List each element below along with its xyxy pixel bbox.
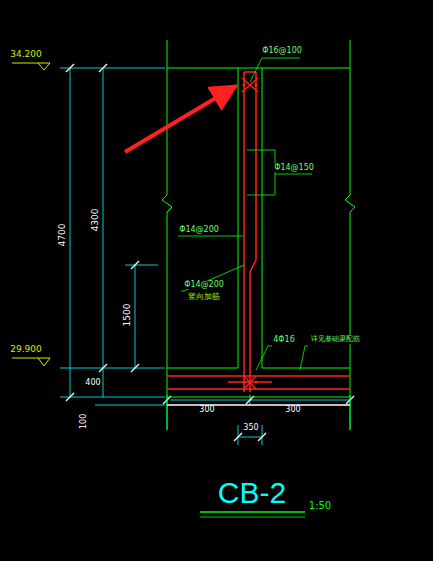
note-label: 详见基础梁配筋 [310,336,361,344]
dimension-lines [60,68,350,445]
rebar-callout-label: Φ14@150 [273,164,315,173]
dimension-label: 100 [81,412,90,429]
rebar [167,72,350,392]
rebar-callout-label: 4Φ16 [272,336,296,345]
dimension-label: 300 [198,406,215,415]
elevation-label: 29.900 [9,345,43,355]
rebar-callout-label: Φ16@100 [261,47,303,56]
rebar-callout-label: Φ14@200 [183,281,225,290]
rebar-note-label: 竖向加筋 [187,293,221,302]
elevation-label: 34.200 [9,50,43,60]
dimension-label: 4300 [90,208,100,233]
dimension-label: 1500 [122,303,132,328]
scale-label: 1:50 [308,500,332,511]
leader-lines [178,58,312,370]
drawing-title: CB-2 [218,478,286,508]
dimension-label: 400 [84,379,101,388]
dimension-ticks [66,64,354,441]
dimension-label: 300 [284,406,301,415]
concrete-outline [162,40,355,430]
dimension-label: 4700 [57,223,67,248]
rebar-callout-label: Φ14@200 [178,226,220,235]
title-underline [200,512,305,517]
rebar-dots [242,83,257,383]
dimension-label: 350 [242,424,259,433]
cushion-line [167,404,350,406]
elevation-mark [12,63,50,366]
pointer-arrow [125,86,236,152]
